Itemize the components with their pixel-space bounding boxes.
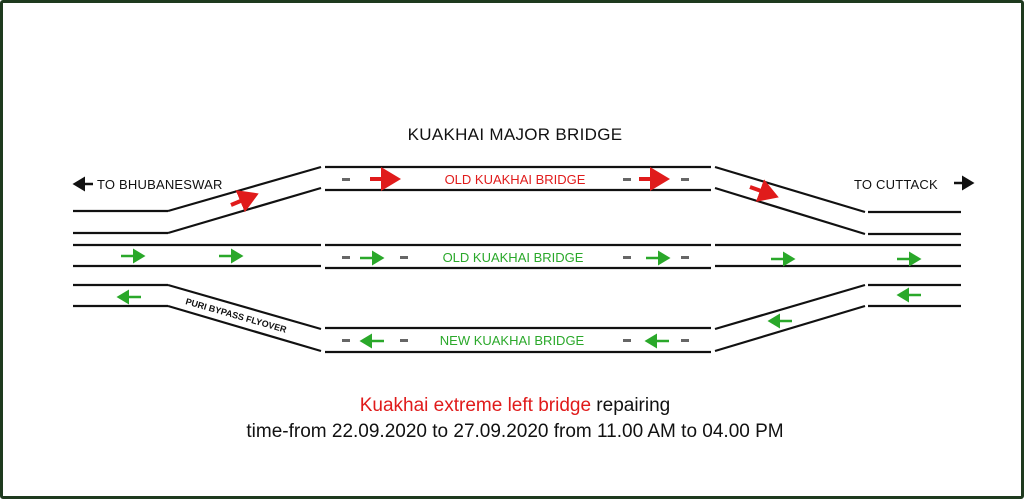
middle-bridge-label: OLD KUAKHAI BRIDGE	[443, 250, 584, 265]
notice-highlight: Kuakhai extreme left bridge	[359, 395, 592, 416]
road-diagram: KUAKHAI MAJOR BRIDGE TO BHUBANESWAR TO C…	[72, 125, 975, 354]
red-arrows	[230, 167, 779, 213]
bottom-bridge-label: NEW KUAKHAI BRIDGE	[440, 333, 585, 348]
red-arrow-icon	[230, 190, 259, 213]
svg-text:TO BHUBANESWAR: TO BHUBANESWAR	[97, 177, 223, 192]
svg-text:TO CUTTACK: TO CUTTACK	[854, 177, 938, 192]
red-arrow-icon	[749, 179, 779, 202]
notice-line-1: Kuakhai extreme left bridge repairing	[3, 395, 1024, 417]
green-arrows-bottom	[116, 287, 921, 349]
green-arrows-middle	[121, 248, 922, 267]
notice-line-2: time-from 22.09.2020 to 27.09.2020 from …	[246, 421, 784, 442]
to-bhubaneswar-label: TO BHUBANESWAR	[72, 176, 223, 192]
top-bridge-label: OLD KUAKHAI BRIDGE	[445, 172, 586, 187]
to-cuttack-label: TO CUTTACK	[854, 175, 975, 192]
diagram-title: KUAKHAI MAJOR BRIDGE	[408, 125, 623, 144]
notice-rest: repairing	[591, 395, 671, 416]
bridge-dashes	[342, 178, 689, 342]
